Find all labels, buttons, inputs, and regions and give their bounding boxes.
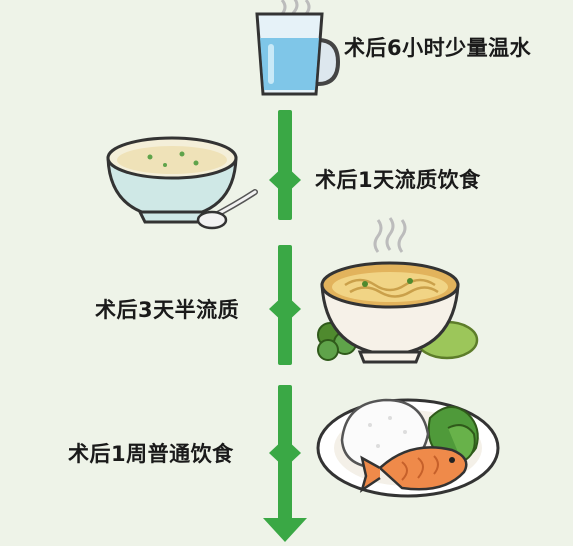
step-label-4: 术后1周普通饮食 [68,442,234,466]
noodle-bowl-icon [317,217,479,364]
step-label-3: 术后3天半流质 [95,298,240,322]
rice-fish-plate-icon [316,398,500,498]
water-glass-icon [255,0,341,96]
step-label-2: 术后1天流质饮食 [315,168,481,192]
timeline-marker-2 [269,294,301,324]
step-label-1: 术后6小时少量温水 [344,36,532,60]
porridge-bowl-icon [106,136,258,230]
timeline-arrow-head [263,518,307,542]
timeline-marker-1 [269,165,301,195]
timeline-marker-3 [269,438,301,468]
